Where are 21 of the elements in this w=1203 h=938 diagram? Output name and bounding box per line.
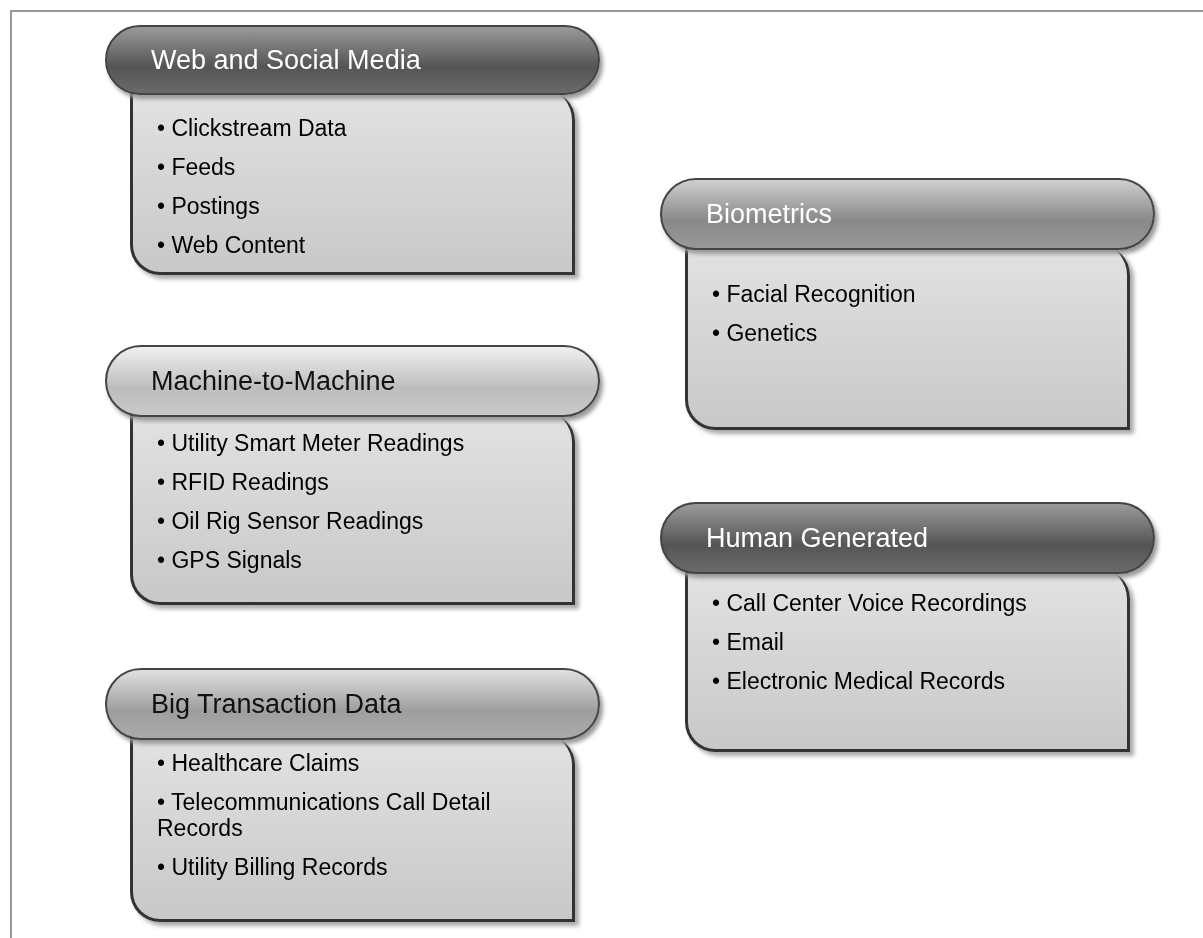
list-item: • RFID Readings <box>157 469 330 495</box>
list-item: • Healthcare Claims <box>157 750 361 776</box>
list-item: • Genetics <box>712 320 819 346</box>
card-header: Machine-to-Machine <box>105 345 600 417</box>
list-item: • Feeds <box>157 154 237 180</box>
card-header: Human Generated <box>660 502 1155 574</box>
list-item: • Postings <box>157 193 261 219</box>
list-item: • Oil Rig Sensor Readings <box>157 508 425 534</box>
list-item: • Electronic Medical Records <box>712 668 1007 694</box>
list-item: • GPS Signals <box>157 547 303 573</box>
list-item: • Clickstream Data <box>157 115 348 141</box>
list-item: • Call Center Voice Recordings <box>712 590 1028 616</box>
list-item: • Utility Billing Records <box>157 854 389 880</box>
list-item: • Email <box>712 629 785 655</box>
list-item: • Utility Smart Meter Readings <box>157 430 466 456</box>
list-item: • Web Content <box>157 232 307 258</box>
list-item: • Telecommunications Call Detail Records <box>157 789 492 841</box>
list-item: • Facial Recognition <box>712 281 917 307</box>
card-header: Web and Social Media <box>105 25 600 95</box>
card-header: Big Transaction Data <box>105 668 600 740</box>
card-header: Biometrics <box>660 178 1155 250</box>
